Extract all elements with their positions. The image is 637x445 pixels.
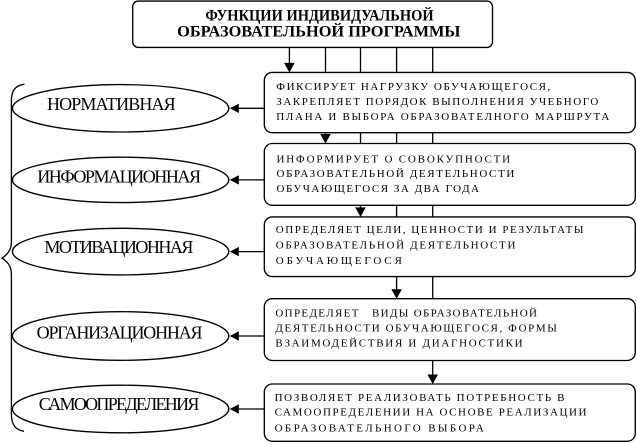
- svg-text:ФИКСИРУЕТ НАГРУЗКУ ОБУЧАЮЩЕГОС: ФИКСИРУЕТ НАГРУЗКУ ОБУЧАЮЩЕГОСЯ,: [276, 81, 550, 93]
- svg-text:ОБРАЗОВАТЕЛЬНОГО ВЫБОРА: ОБРАЗОВАТЕЛЬНОГО ВЫБОРА: [275, 422, 484, 434]
- svg-text:ОБУЧАЮЩЕГОСЯ ЗА ДВА ГОДА: ОБУЧАЮЩЕГОСЯ ЗА ДВА ГОДА: [277, 183, 480, 195]
- svg-text:ОПРЕДЕЛЯЕТ ЦЕЛИ, ЦЕННОСТИ И РЕ: ОПРЕДЕЛЯЕТ ЦЕЛИ, ЦЕННОСТИ И РЕЗУЛЬТАТЫ: [276, 224, 584, 236]
- svg-text:ПОЗВОЛЯЕТ РЕАЛИЗОВАТЬ ПОТРЕБНО: ПОЗВОЛЯЕТ РЕАЛИЗОВАТЬ ПОТРЕБНОСТЬ В: [275, 392, 565, 404]
- svg-text:НОРМАТИВНАЯ: НОРМАТИВНАЯ: [47, 94, 176, 114]
- svg-text:ОБРАЗОВАТЕЛЬНОЙ ДЕЯТЕЛЬНОСТИ: ОБРАЗОВАТЕЛЬНОЙ ДЕЯТЕЛЬНОСТИ: [277, 168, 515, 180]
- svg-text:ОБРАЗОВАТЕЛЬНОЙ ДЕЯТЕЛЬНОСТИ: ОБРАЗОВАТЕЛЬНОЙ ДЕЯТЕЛЬНОСТИ: [276, 240, 516, 252]
- svg-text:ПЛАНА И ВЫБОРА ОБРАЗОВАТЕЛНОГО: ПЛАНА И ВЫБОРА ОБРАЗОВАТЕЛНОГО МАРШРУТА: [276, 111, 609, 123]
- svg-text:САМООПРЕДЕЛЕНИИ НА ОСНОВЕ РЕАЛ: САМООПРЕДЕЛЕНИИ НА ОСНОВЕ РЕАЛИЗАЦИИ: [275, 406, 587, 418]
- svg-text:ИНФОРМАЦИОННАЯ: ИНФОРМАЦИОННАЯ: [37, 166, 201, 186]
- svg-text:ЗАКРЕПЛЯЕТ ПОРЯДОК ВЫПОЛНЕНИЯ: ЗАКРЕПЛЯЕТ ПОРЯДОК ВЫПОЛНЕНИЯ УЧЕБНОГО: [276, 96, 598, 108]
- svg-text:САМООПРЕДЕЛЕНИЯ: САМООПРЕДЕЛЕНИЯ: [39, 394, 200, 414]
- svg-text:МОТИВАЦИОННАЯ: МОТИВАЦИОННАЯ: [44, 237, 193, 257]
- svg-text:ФУНКЦИИ ИНДИВИДУАЛЬНОЙ: ФУНКЦИИ ИНДИВИДУАЛЬНОЙ: [205, 7, 433, 25]
- svg-text:ВЗАИМОДЕЙСТВИЯ И ДИАГНОСТИКИ: ВЗАИМОДЕЙСТВИЯ И ДИАГНОСТИКИ: [275, 338, 522, 350]
- svg-text:ИНФОРМИРУЕТ О СОВОКУПНОСТИ: ИНФОРМИРУЕТ О СОВОКУПНОСТИ: [277, 153, 511, 165]
- svg-text:ОРГАНИЗАЦИОННАЯ: ОРГАНИЗАЦИОННАЯ: [37, 322, 203, 342]
- svg-text:ОБРАЗОВАТЕЛЬНОЙ ПРОГРАММЫ: ОБРАЗОВАТЕЛЬНОЙ ПРОГРАММЫ: [177, 22, 460, 41]
- svg-text:ДЕЯТЕЛЬНОСТИ ОБУЧАЮЩЕГОСЯ, ФОР: ДЕЯТЕЛЬНОСТИ ОБУЧАЮЩЕГОСЯ, ФОРМЫ: [275, 322, 557, 334]
- svg-text:ОПРЕДЕЛЯЕТ ВИДЫ ОБРАЗОВАТЕЛЬ: ОПРЕДЕЛЯЕТ ВИДЫ ОБРАЗОВАТЕЛЬНОЙ: [275, 308, 537, 320]
